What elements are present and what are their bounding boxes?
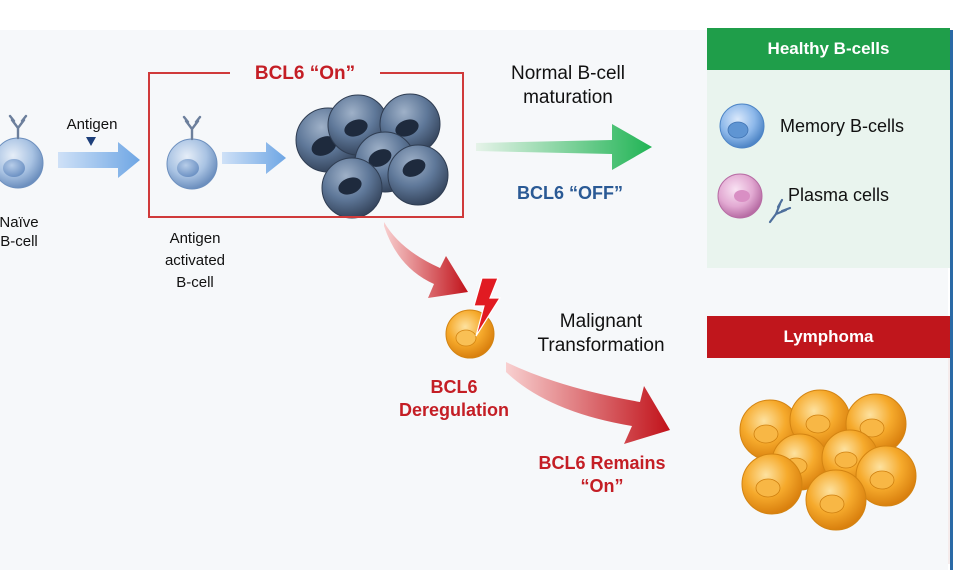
naive-b-cell-icon xyxy=(0,114,44,189)
normal-maturation-label: Normal B-cell maturation xyxy=(486,62,650,110)
germinal-center-cell-cluster xyxy=(295,93,449,219)
deregulation-line-2: Deregulation xyxy=(398,399,509,420)
lymphoma-cell-cluster xyxy=(739,389,917,531)
activated-label-line-2: activated xyxy=(164,251,226,269)
naive-label-line-2: B-cell xyxy=(0,232,38,250)
bcl6-off-label: BCL6 “OFF” xyxy=(517,183,623,203)
healthy-b-cells-title: Healthy B-cells xyxy=(767,39,890,58)
bcl6-on-label: BCL6 “On” xyxy=(230,62,380,86)
malignant-line-1: Malignant xyxy=(559,311,643,332)
maturation-arrow xyxy=(476,124,652,170)
remains-on-line-2: “On” xyxy=(580,475,624,496)
activated-label-line-3: B-cell xyxy=(176,273,214,291)
activated-label-line-1: Antigen xyxy=(169,230,221,247)
lymphoma-title: Lymphoma xyxy=(783,327,874,346)
bcl6-on-box xyxy=(148,72,464,218)
maturation-line-2: maturation xyxy=(523,86,613,108)
deregulation-arrow xyxy=(384,222,468,298)
memory-b-cells-label: Memory B-cells xyxy=(780,116,905,136)
right-border xyxy=(950,30,953,570)
naive-label-line-1: Naïve xyxy=(0,214,39,231)
maturation-line-1: Normal B-cell xyxy=(510,63,626,84)
malignant-transformation-arrow xyxy=(506,362,670,444)
malignant-line-2: Transformation xyxy=(537,334,665,356)
antigen-label: Antigen xyxy=(66,116,118,133)
lymphoma-header: Lymphoma xyxy=(707,316,950,358)
healthy-b-cells-body xyxy=(707,70,950,268)
naive-b-cell-label: Naïve B-cell xyxy=(0,214,44,252)
proliferation-arrow xyxy=(222,142,286,174)
remains-on-line-1: BCL6 Remains xyxy=(538,453,666,473)
healthy-b-cells-header: Healthy B-cells xyxy=(707,28,950,70)
lightning-bolt-icon xyxy=(473,277,502,337)
memory-b-cell-icon xyxy=(719,103,765,149)
bcl6-remains-on-label: BCL6 Remains “On” xyxy=(522,452,682,497)
activated-b-cell-icon xyxy=(166,115,218,190)
antibody-icon xyxy=(768,198,792,224)
plasma-cell-icon xyxy=(717,173,763,219)
antigen-arrow xyxy=(58,142,140,178)
deregulation-line-1: BCL6 xyxy=(430,377,478,397)
plasma-cells-label: Plasma cells xyxy=(788,185,890,205)
malignant-transformation-label: Malignant Transformation xyxy=(516,310,686,358)
antigen-marker-icon xyxy=(86,137,96,146)
activated-b-cell-label: Antigen activated B-cell xyxy=(150,228,240,293)
bcl6-deregulation-label: BCL6 Deregulation xyxy=(384,376,524,421)
